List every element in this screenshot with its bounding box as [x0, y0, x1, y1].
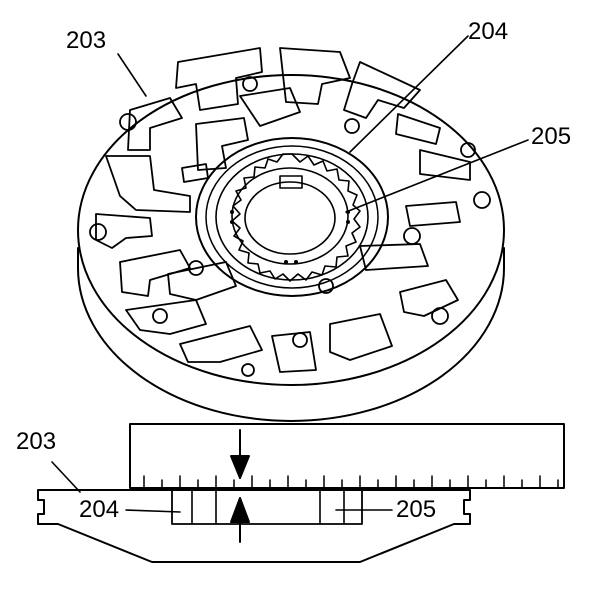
leader-203-top: [117, 53, 147, 97]
callout-205-inner-gear-bottom: 205: [396, 496, 437, 523]
outer-gear-top: [215, 153, 369, 282]
leader-205-top: [345, 139, 529, 213]
callout-204-outer-gear-top: 204: [468, 18, 509, 45]
leader-203-bottom: [51, 461, 81, 493]
leader-204-bottom: [125, 509, 181, 513]
clearance-check-illustration: [37, 423, 565, 563]
inner-gear-bore: [244, 181, 336, 255]
bolt-holes: [89, 76, 491, 377]
callout-205-inner-gear-top: 205: [531, 123, 572, 150]
pump-body-side: [77, 247, 505, 422]
straightedge: [129, 423, 565, 489]
straightedge-scale: [143, 475, 559, 489]
gear-pocket: [195, 137, 389, 297]
pump-body-section: [37, 489, 471, 563]
inner-gear-top: [230, 167, 350, 265]
arrow-down: [230, 455, 250, 479]
inner-gear-drive-tang: [279, 175, 303, 189]
callout-203-pump-body-bottom: 203: [16, 428, 57, 455]
pump-body-illustration: [77, 35, 529, 422]
pump-body-face: [77, 74, 505, 386]
leader-204-top: [349, 35, 469, 153]
leader-lines-bottom: [51, 461, 393, 513]
gear-pocket-inner-rim: [205, 145, 379, 289]
gear-pocket-section: [171, 489, 363, 525]
gears-section: [191, 489, 345, 525]
leader-lines-top: [117, 35, 529, 213]
callout-204-outer-gear-bottom: 204: [79, 496, 120, 523]
callout-203-pump-body-top: 203: [66, 27, 107, 54]
arrow-up: [230, 497, 250, 523]
clearance-arrows: [230, 429, 250, 543]
oil-passages: [95, 47, 471, 373]
